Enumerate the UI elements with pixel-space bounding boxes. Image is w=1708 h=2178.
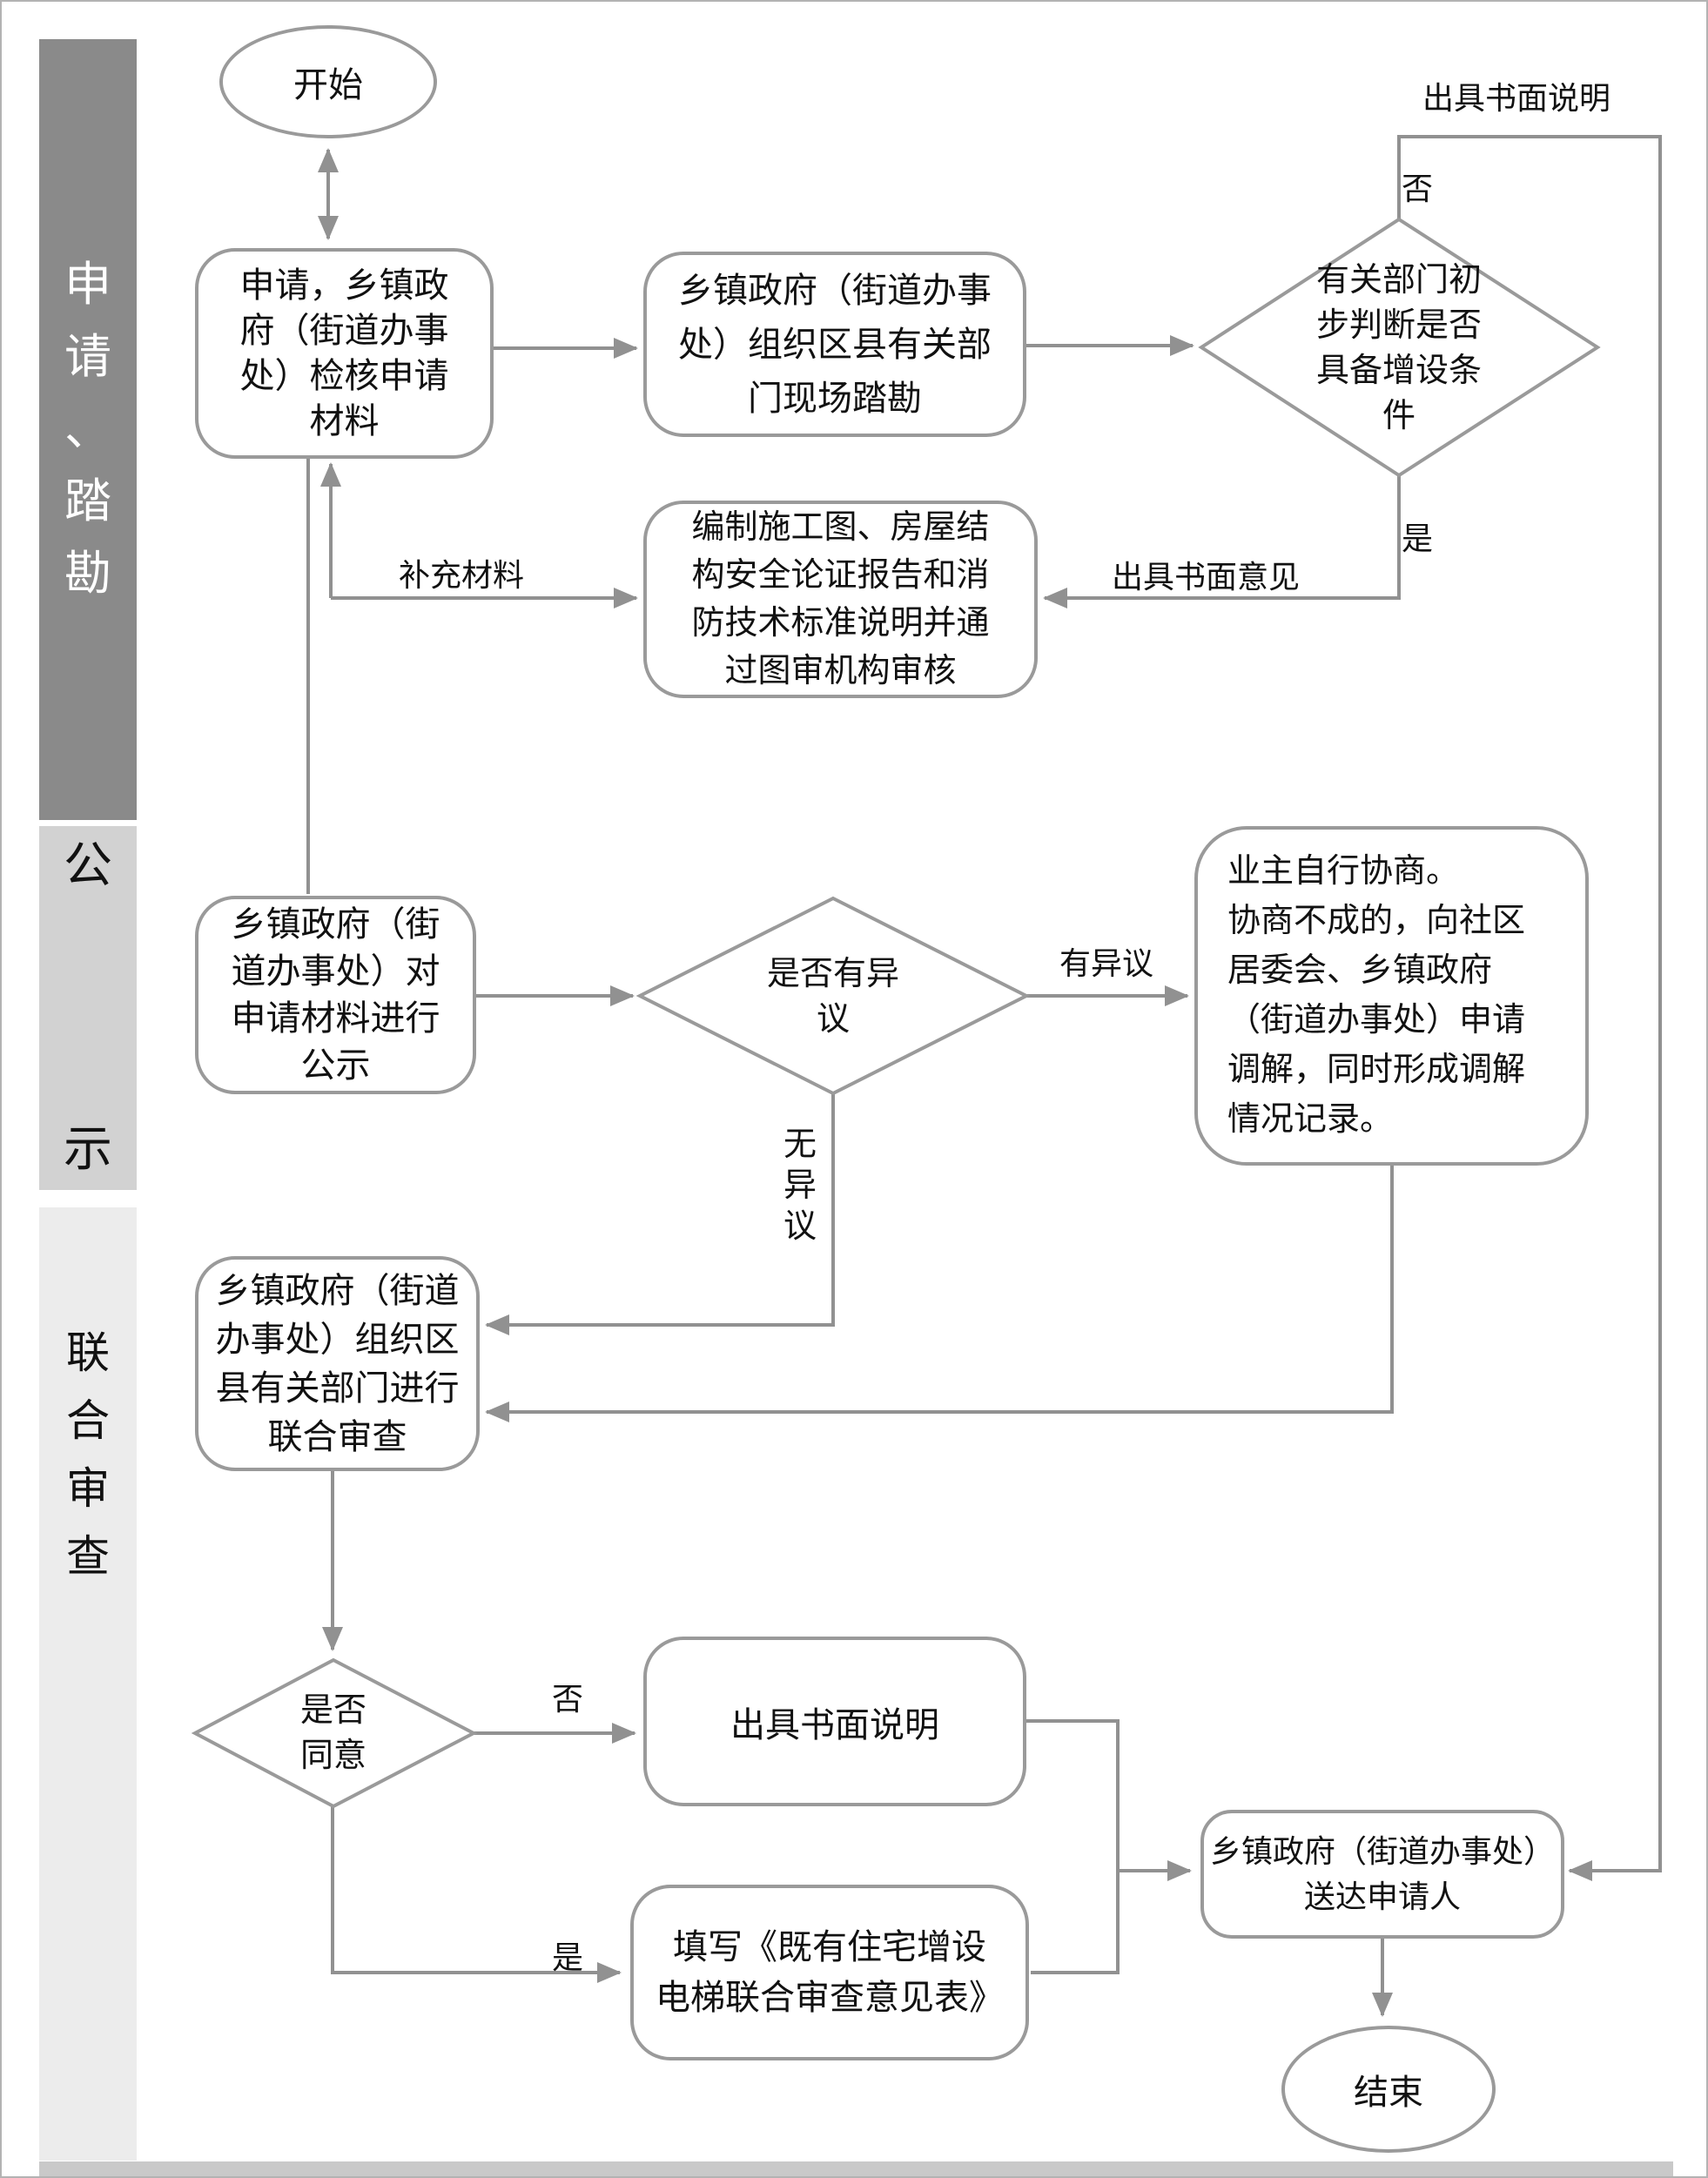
phase-band-apply-survey: 申 请 、 踏 勘 bbox=[39, 39, 137, 820]
end-node: 结束 bbox=[1281, 2026, 1496, 2153]
publicity-node: 乡镇政府（街 道办事处）对 申请材料进行 公示 bbox=[195, 896, 476, 1094]
bottom-band bbox=[39, 2161, 1673, 2176]
label-yes-bottom: 是 bbox=[552, 1940, 584, 1975]
apply-check-node: 申请，乡镇政 府（街道办事 处）检核申请 材料 bbox=[195, 248, 494, 459]
label-has-objection: 有异议 bbox=[1059, 946, 1154, 981]
phase-band-publicity: 公 示 bbox=[39, 826, 137, 1190]
phase-label-joint-review: 联 合 审 查 bbox=[66, 1328, 110, 1581]
label-no-top: 否 bbox=[1402, 171, 1434, 206]
label-no-bottom: 否 bbox=[552, 1682, 584, 1717]
phase-band-joint-review: 联 合 审 查 bbox=[39, 1207, 137, 2161]
label-written-statement-top: 出具书面说明 bbox=[1422, 81, 1611, 116]
owner-negotiate-node: 业主自行协商。 协商不成的，向社区 居委会、乡镇政府 （街道办事处）申请 调解，… bbox=[1194, 826, 1589, 1166]
edge-noobjection-joint bbox=[485, 1093, 835, 1335]
start-node: 开始 bbox=[219, 25, 437, 138]
label-written-opinion: 出具书面意见 bbox=[1112, 560, 1301, 595]
objection-diamond-shape bbox=[635, 896, 1031, 1096]
phase-label-publicity: 公 示 bbox=[64, 838, 112, 1177]
condition-diamond-text: 有关部门初 步判断是否 具备增设条 件 bbox=[1315, 261, 1482, 434]
joint-review-node: 乡镇政府（街道 办事处）组织区 县有关部门进行 联合审查 bbox=[195, 1256, 480, 1471]
deliver-applicant-node: 乡镇政府（街道办事处） 送达申请人 bbox=[1200, 1810, 1564, 1939]
condition-diamond-shape bbox=[1198, 217, 1601, 478]
edge-condition-yes-prepare bbox=[1043, 474, 1401, 608]
edge-merge-vertical bbox=[1026, 1719, 1120, 1974]
objection-diamond-text: 是否有异 议 bbox=[766, 955, 899, 1038]
fill-form-node: 填写《既有住宅增设 电梯联合审查意见表》 bbox=[630, 1885, 1029, 2060]
agree-diamond-shape bbox=[191, 1657, 478, 1809]
label-supplement-materials: 补充材料 bbox=[399, 558, 525, 593]
label-no-objection: 无 异 议 bbox=[783, 1126, 817, 1245]
edge-negotiate-joint bbox=[485, 1166, 1394, 1422]
phase-label-apply-survey: 申 请 、 踏 勘 bbox=[64, 259, 111, 600]
edge-condition-no-deliver bbox=[1397, 135, 1662, 1881]
edge-agree-yes-fill bbox=[331, 1806, 622, 1983]
written-statement-node: 出具书面说明 bbox=[643, 1637, 1026, 1806]
site-survey-node: 乡镇政府（街道办事 处）组织区县有关部 门现场踏勘 bbox=[643, 252, 1026, 437]
prepare-drawings-node: 编制施工图、房屋结 构安全论证报告和消 防技术标准说明并通 过图审机构审核 bbox=[643, 501, 1038, 698]
agree-diamond-text: 是否 同意 bbox=[299, 1692, 366, 1774]
label-yes-right: 是 bbox=[1402, 521, 1434, 556]
